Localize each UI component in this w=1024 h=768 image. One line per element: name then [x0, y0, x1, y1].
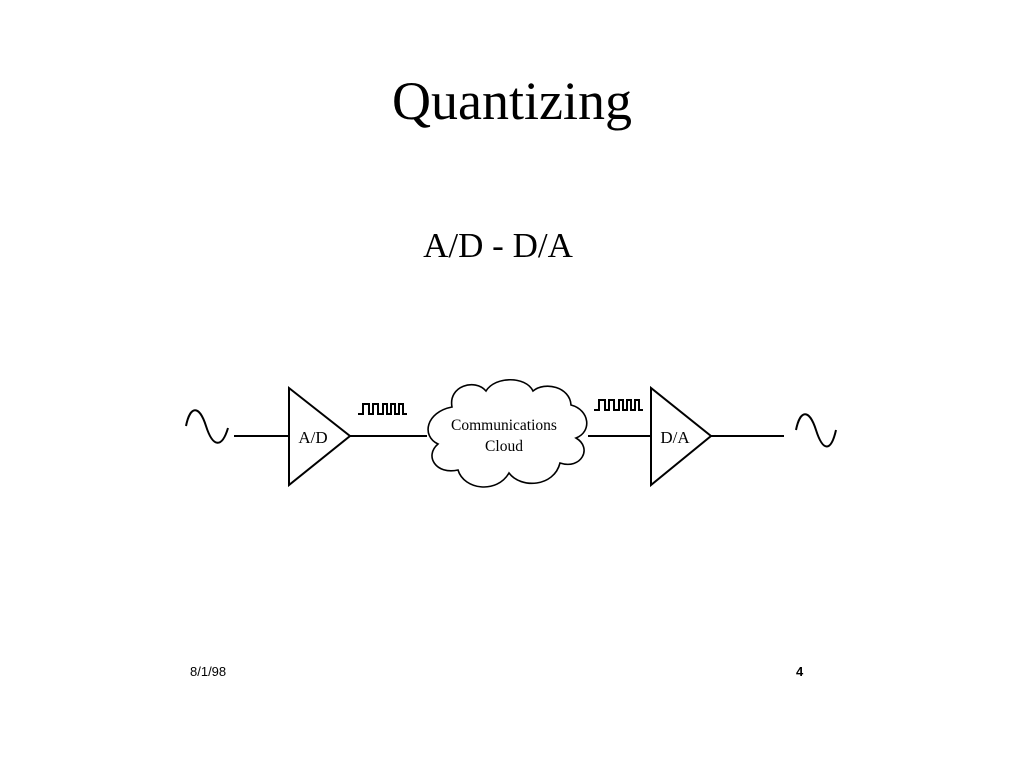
ad-converter-triangle	[288, 385, 352, 488]
slide-title: Quantizing	[392, 71, 632, 131]
analog-output-wave-icon	[795, 413, 837, 448]
digital-pulse-left-icon	[358, 403, 407, 415]
da-converter-label: D/A	[660, 428, 690, 447]
page-number: 4	[796, 664, 804, 679]
communications-cloud-icon	[427, 379, 588, 488]
analog-input-wave-icon	[185, 409, 229, 444]
cloud-label-line2: Cloud	[485, 438, 523, 455]
footer-date: 8/1/98	[190, 664, 227, 679]
ad-converter-label: A/D	[298, 428, 327, 447]
diagram-heading: A/D - D/A	[423, 226, 573, 265]
digital-pulse-right-icon	[594, 399, 643, 411]
da-converter-triangle	[650, 385, 713, 488]
cloud-label-line1: Communications	[451, 417, 557, 434]
